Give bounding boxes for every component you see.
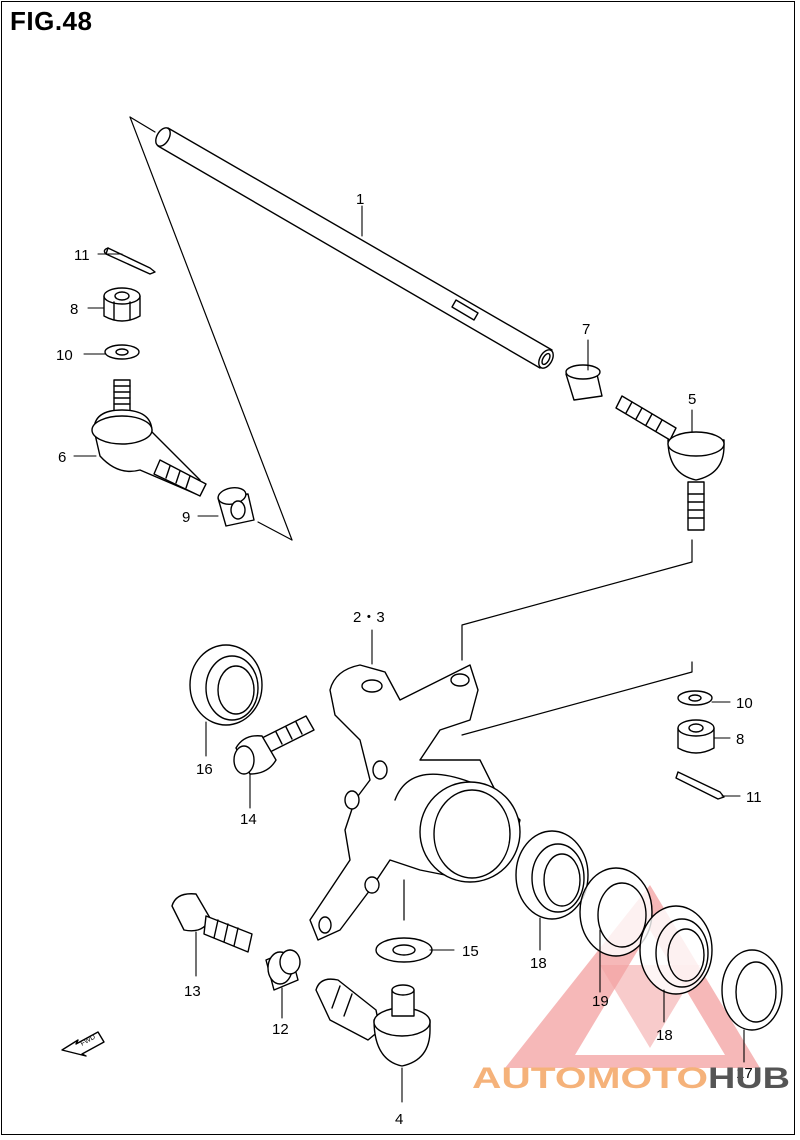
callout-4: 4 [395,1111,403,1128]
fwd-arrow-icon: FWD [61,1031,105,1057]
assembly-guide-lines [461,539,693,736]
bearing-part-18-right [639,905,713,995]
callout-14: 14 [240,811,257,828]
washer-part-15 [375,937,433,963]
bearing-part-18-middle [515,830,589,920]
callout-8-right: 8 [736,731,744,748]
figure-title: FIG.48 [10,6,93,36]
leader-lines [73,205,745,1103]
ball-joint-part-4 [315,978,431,1067]
callout-18-middle: 18 [530,955,547,972]
callout-1: 1 [356,191,364,208]
washer-part-10-top [104,344,140,360]
steering-knuckle-part-2-3 [309,664,521,941]
callout-2-3: 2・3 [353,609,385,626]
seal-part-17 [721,949,783,1031]
callout-17: 17 [736,1065,753,1082]
cotter-pin-part-11-right [675,771,725,800]
callout-8-top: 8 [70,301,78,318]
washer-part-10-right [677,690,713,706]
callout-19: 19 [592,993,609,1010]
callout-6: 6 [58,449,66,466]
tie-rod-part-1 [155,127,554,369]
bearing-part-19 [579,867,653,957]
watermark-text-automoto: AUTOMOTO [472,1062,708,1095]
callout-18-right: 18 [656,1027,673,1044]
tie-rod-end-part-6 [91,379,207,497]
castle-nut-part-8-top [103,287,141,322]
spacer-part-12 [265,949,301,991]
nut-part-9 [217,487,255,527]
callout-10-top: 10 [56,347,73,364]
callout-11-top: 11 [74,247,90,264]
oil-seal-part-16 [189,644,263,726]
callout-7: 7 [582,321,590,338]
callout-11-right: 11 [746,789,762,806]
callout-16: 16 [196,761,213,778]
watermark-text-hub: HUB [708,1062,790,1095]
callout-13: 13 [184,983,201,1000]
guide-lines-left [129,116,293,541]
cotter-pin-part-11-top [103,247,156,275]
callout-labels: 1 2・3 4 5 6 7 8 8 9 10 10 11 11 12 13 14… [56,191,762,1128]
castle-nut-part-8-right [677,719,715,754]
callout-9: 9 [182,509,190,526]
callout-15: 15 [462,943,479,960]
callout-10-right: 10 [736,695,753,712]
bolt-part-13 [171,893,253,953]
bolt-part-14 [233,715,315,775]
nut-part-7 [565,364,603,401]
callout-12: 12 [272,1021,289,1038]
watermark-text: AUTOMOTO HUB [472,1062,790,1095]
tie-rod-end-part-5 [615,395,725,531]
callout-5: 5 [688,391,696,408]
